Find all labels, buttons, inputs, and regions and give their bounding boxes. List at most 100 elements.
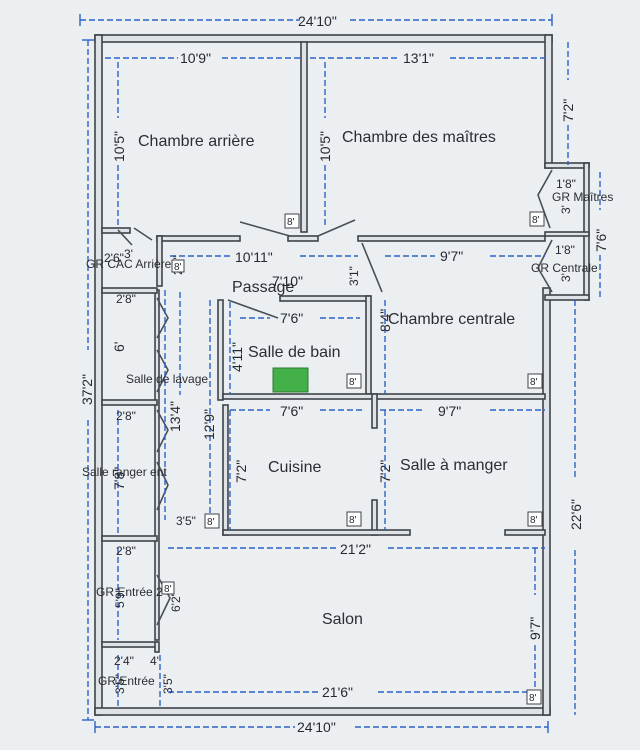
dim-top-total: 24'10" (298, 13, 337, 29)
room-passage: Passage (232, 279, 294, 296)
wall-dining-bottom-right (504, 529, 546, 536)
closet-bump-divider (544, 231, 590, 237)
dim-rangement-width: 2'8" (116, 409, 136, 423)
dim-salon-height: 9'7" (527, 617, 543, 640)
dim-entree2-height-2: 6'2" (169, 592, 183, 612)
dim-chambre-arriere-width: 10'9" (180, 50, 211, 66)
svg-text:8': 8' (532, 215, 540, 226)
svg-text:8': 8' (287, 217, 295, 228)
dim-passage-width-2: 7'10" (272, 273, 303, 289)
dim-lavage-height-2: 13'4" (167, 401, 183, 432)
dimension-lines (79, 14, 601, 733)
svg-text:8': 8' (530, 515, 538, 526)
wall-left-closet-1 (101, 287, 158, 294)
wall-left-closet-2 (101, 399, 158, 406)
dim-chambre-maitres-height: 10'5" (317, 131, 333, 162)
closet-bump-bottom (544, 294, 590, 301)
room-cuisine: Cuisine (268, 459, 321, 476)
wall-gr-arriere-right (156, 235, 163, 287)
wall-bedroom-bottom-left (101, 227, 131, 234)
dim-salle-a-manger-width: 9'7" (438, 403, 461, 419)
svg-text:8': 8' (207, 517, 215, 528)
ceiling-height-marker: 8' (529, 211, 545, 227)
dim-salle-a-manger-height: 7'2" (377, 460, 393, 483)
door-lavage-1 (156, 297, 169, 339)
wall-bath-left (217, 299, 224, 401)
wall-chambre-centrale-top (357, 235, 546, 242)
dim-cuisine-height-2: 12'9" (201, 409, 217, 440)
wall-left-closet-4 (101, 641, 158, 648)
bath-fixture (272, 367, 309, 393)
wall-entree-right (154, 641, 160, 653)
wall-bath-right (365, 295, 372, 395)
room-salon: Salon (322, 611, 363, 628)
wall-left-closet-3 (101, 535, 158, 542)
closet-bump-top (544, 162, 590, 169)
svg-text:8': 8' (530, 377, 538, 388)
wall-bedroom-bottom-right (287, 235, 319, 242)
door-entree-2 (156, 574, 171, 626)
door-lavage-2 (156, 349, 169, 393)
wall-between-bedrooms (300, 41, 308, 233)
dim-entree-width: 2'4" (114, 654, 134, 668)
dim-bottom-total: 24'10" (297, 719, 336, 735)
dim-right-mid: 7'6" (593, 229, 609, 252)
ceiling-height-marker: 8' (527, 511, 543, 527)
room-gr-centrale: GR Centrale (531, 261, 598, 275)
wall-bedroom-bottom-mid (156, 235, 241, 242)
dim-bottom-inner: 21'6" (322, 684, 353, 700)
room-chambre-maitres: Chambre des maîtres (342, 129, 496, 146)
dim-gr-centrale-height: 3' (559, 273, 573, 282)
wall-kitchen-bottom (222, 529, 411, 536)
exterior-wall-left (94, 34, 103, 716)
ceiling-height-marker: 8' (204, 513, 220, 529)
ceiling-height-markers: 8' 8' 8' 8' 8' 8' 8' 8' 8' 8' (161, 211, 545, 705)
dim-chambre-arriere-height: 10'5" (111, 131, 127, 162)
svg-text:8': 8' (349, 377, 357, 388)
room-salle-lavage: Salle de lavage (126, 372, 208, 386)
ceiling-height-marker: 8' (171, 259, 185, 273)
dim-entree-height: 3'5" (113, 674, 127, 694)
dim-gr-maitres-width: 1'8" (556, 177, 576, 191)
ceiling-height-marker: 8' (526, 689, 542, 705)
room-gr-maitres: GR Maîtres (552, 190, 613, 204)
dim-entree-width-2: 4' (150, 654, 159, 668)
room-gr-cac-arriere: GR CAC Arrière (86, 257, 172, 271)
wall-kitchen-left (222, 404, 229, 536)
doors (117, 169, 553, 626)
room-salle-de-bain: Salle de bain (248, 344, 341, 361)
svg-text:8': 8' (529, 693, 537, 704)
wall-horizontal-mid (222, 393, 546, 400)
svg-text:8': 8' (174, 262, 182, 273)
dim-mid-width: 21'2" (340, 541, 371, 557)
room-salle-a-manger: Salle à manger (400, 457, 508, 474)
room-gr-entree: GR Entrée (98, 674, 155, 688)
exterior-wall-right-upper (544, 34, 553, 169)
exterior-wall-top (94, 34, 553, 43)
dim-lavage-width: 2'8" (116, 292, 136, 306)
dim-gr-maitres-height: 3' (559, 205, 573, 214)
room-salle-rangement: Salle ranger ent (82, 465, 167, 479)
dim-right-lower: 22'6" (568, 499, 584, 530)
dim-lavage-height: 6' (111, 342, 127, 352)
dim-entree-height-2: 3'5" (161, 674, 175, 694)
dimension-labels: 24'10" 24'10" 10'9" 13'1" 10'11" 9'7" 7'… (79, 13, 609, 735)
dim-gr-centrale-width: 1'8" (555, 243, 575, 257)
ceiling-height-marker: 8' (284, 213, 300, 229)
dim-passage-width: 10'11" (235, 249, 273, 265)
room-chambre-arriere: Chambre arrière (138, 133, 255, 150)
dim-bath-width: 7'6" (280, 310, 303, 326)
door-rangement-1 (156, 409, 169, 453)
door-bedrooms (239, 219, 356, 237)
ceiling-height-marker: 8' (346, 373, 362, 389)
dim-gr-cac-x: 2'6" (104, 251, 124, 265)
dim-chambre-centrale-width: 9'7" (440, 248, 463, 264)
svg-text:8': 8' (349, 515, 357, 526)
dim-right-upper: 7'2" (560, 99, 576, 122)
door-gr-arriere (117, 227, 153, 246)
exterior-wall-bottom (94, 707, 551, 716)
wall-kitchen-dining (371, 393, 378, 429)
exterior-wall-right-lower (542, 287, 551, 716)
